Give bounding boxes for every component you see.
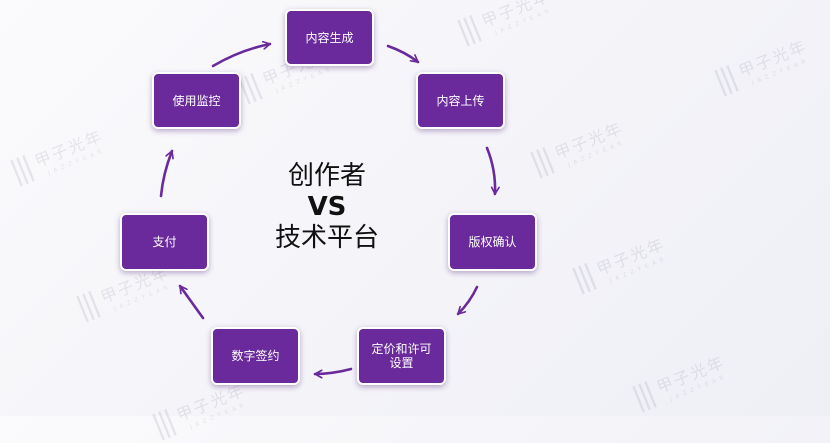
node-content-creation: 内容生成 bbox=[285, 9, 374, 66]
arrow-monitoring-to-creation bbox=[211, 44, 272, 68]
node-pricing-license: 定价和许可设置 bbox=[357, 327, 446, 385]
node-payment: 支付 bbox=[120, 213, 209, 271]
node-copyright-confirm: 版权确认 bbox=[448, 213, 537, 271]
cycle-arrows bbox=[159, 0, 830, 416]
center-title-creator: 创作者 bbox=[287, 161, 366, 191]
center-title-vs: VS bbox=[307, 192, 347, 222]
node-label: 版权确认 bbox=[468, 235, 517, 249]
node-label: 支付 bbox=[152, 235, 177, 249]
arrow-pricing-to-signing bbox=[313, 367, 353, 374]
arrow-signing-to-payment bbox=[178, 284, 205, 320]
node-label: 内容上传 bbox=[436, 93, 485, 108]
center-title: 创作者 VS 技术平台 bbox=[262, 160, 392, 254]
node-content-upload: 内容上传 bbox=[416, 72, 505, 129]
node-label: 定价和许可设置 bbox=[371, 342, 432, 370]
center-title-platform: 技术平台 bbox=[274, 223, 379, 253]
node-usage-monitoring: 使用监控 bbox=[152, 72, 241, 129]
node-label: 使用监控 bbox=[172, 93, 221, 108]
arrow-creation-to-upload bbox=[386, 44, 420, 64]
node-label: 内容生成 bbox=[305, 30, 354, 45]
arrow-upload-to-confirm bbox=[485, 146, 495, 196]
arrow-payment-to-monitoring bbox=[159, 149, 172, 198]
node-digital-signing: 数字签约 bbox=[211, 327, 300, 385]
arrow-confirm-to-pricing bbox=[456, 285, 479, 316]
node-label: 数字签约 bbox=[231, 349, 280, 363]
